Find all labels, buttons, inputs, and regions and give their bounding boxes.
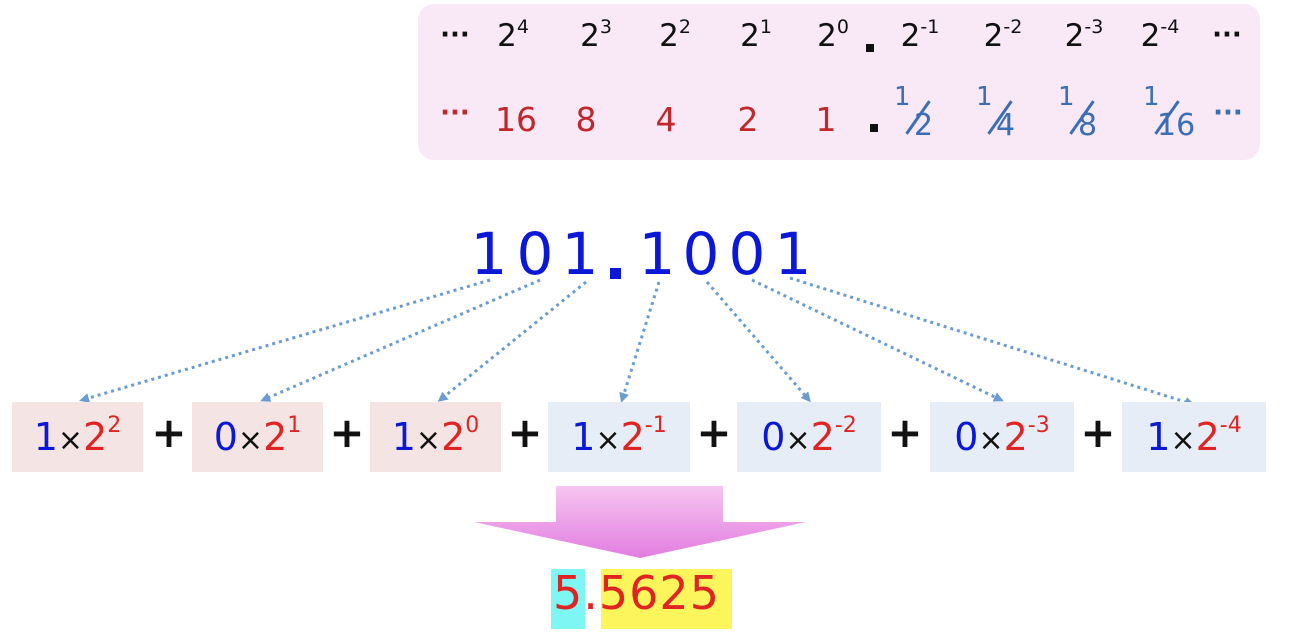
binary-digit: 1 — [774, 220, 812, 288]
powers-trailing-ellipsis: ··· — [1212, 20, 1242, 50]
plus-sign: + — [329, 408, 365, 457]
values-trailing-ellipsis: ··· — [1213, 98, 1243, 128]
values-leading-ellipsis: ··· — [440, 98, 470, 128]
power-2-neg3: 2-3 — [1064, 16, 1104, 55]
result-down-arrow — [474, 486, 806, 558]
arrow-digit-6 — [751, 278, 1004, 402]
term-2-pow-0: 1×20 — [370, 402, 501, 472]
decimal-result: 5.5625 — [553, 566, 720, 620]
power-2-1: 21 — [740, 16, 772, 55]
value-16: 16 — [495, 100, 537, 139]
term-2-pow-2: 1×22 — [12, 402, 143, 472]
value-2: 2 — [737, 100, 759, 139]
binary-digit: 0 — [516, 220, 554, 288]
integer-part-highlight — [551, 569, 585, 629]
power-2-0: 20 — [817, 16, 849, 55]
powers-leading-ellipsis: ··· — [440, 20, 470, 50]
arrow-digit-4 — [619, 281, 661, 403]
value-4: 4 — [655, 100, 677, 139]
arrow-digit-1 — [79, 278, 491, 403]
binary-point — [610, 268, 621, 279]
binary-digit: 1 — [470, 220, 508, 288]
power-2-neg2: 2-2 — [983, 16, 1023, 55]
power-2-neg1: 2-1 — [900, 16, 940, 55]
powers-binary-point — [866, 44, 874, 52]
term-2-pow-neg3: 0×2-3 — [930, 402, 1074, 472]
plus-sign: + — [696, 408, 732, 457]
arrow-digit-3 — [437, 280, 587, 402]
arrow-digit-7 — [789, 276, 1195, 407]
arrow-digit-2 — [260, 278, 541, 402]
term-2-pow-neg4: 1×2-4 — [1122, 402, 1266, 472]
plus-sign: + — [1080, 408, 1116, 457]
power-2-2: 22 — [659, 16, 691, 55]
power-2-3: 23 — [580, 16, 612, 55]
power-2-4: 24 — [497, 16, 529, 55]
term-2-pow-neg2: 0×2-2 — [737, 402, 881, 472]
power-2-neg4: 2-4 — [1140, 16, 1180, 55]
binary-digit: 1 — [561, 220, 599, 288]
plus-sign: + — [151, 408, 187, 457]
value-1: 1 — [815, 100, 837, 139]
binary-digit: 0 — [728, 220, 766, 288]
fraction-part-highlight — [601, 569, 732, 629]
term-2-pow-neg1: 1×2-1 — [548, 402, 690, 472]
values-binary-point — [870, 124, 878, 132]
term-2-pow-1: 0×21 — [192, 402, 323, 472]
plus-sign: + — [507, 408, 543, 457]
binary-digit: 0 — [682, 220, 720, 288]
value-8: 8 — [575, 100, 597, 139]
place-value-box — [418, 4, 1260, 160]
binary-digit: 1 — [638, 220, 676, 288]
arrow-digit-5 — [705, 281, 811, 403]
plus-sign: + — [887, 408, 923, 457]
